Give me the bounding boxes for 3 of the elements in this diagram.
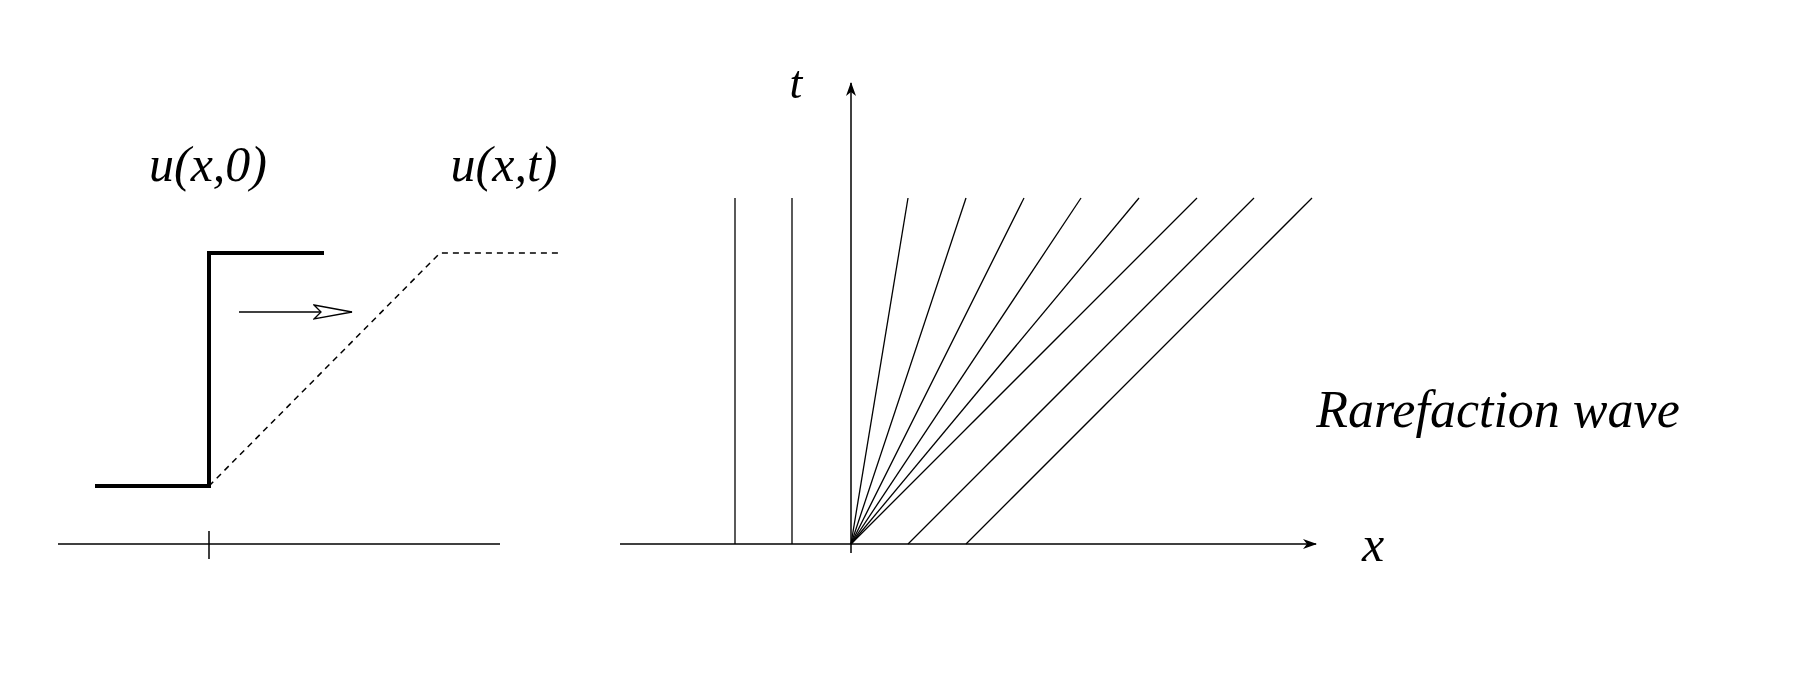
axis-label: x [1361,519,1385,569]
axis-label: t [789,60,803,106]
diagram-caption: Rarefaction wave [1316,384,1680,436]
